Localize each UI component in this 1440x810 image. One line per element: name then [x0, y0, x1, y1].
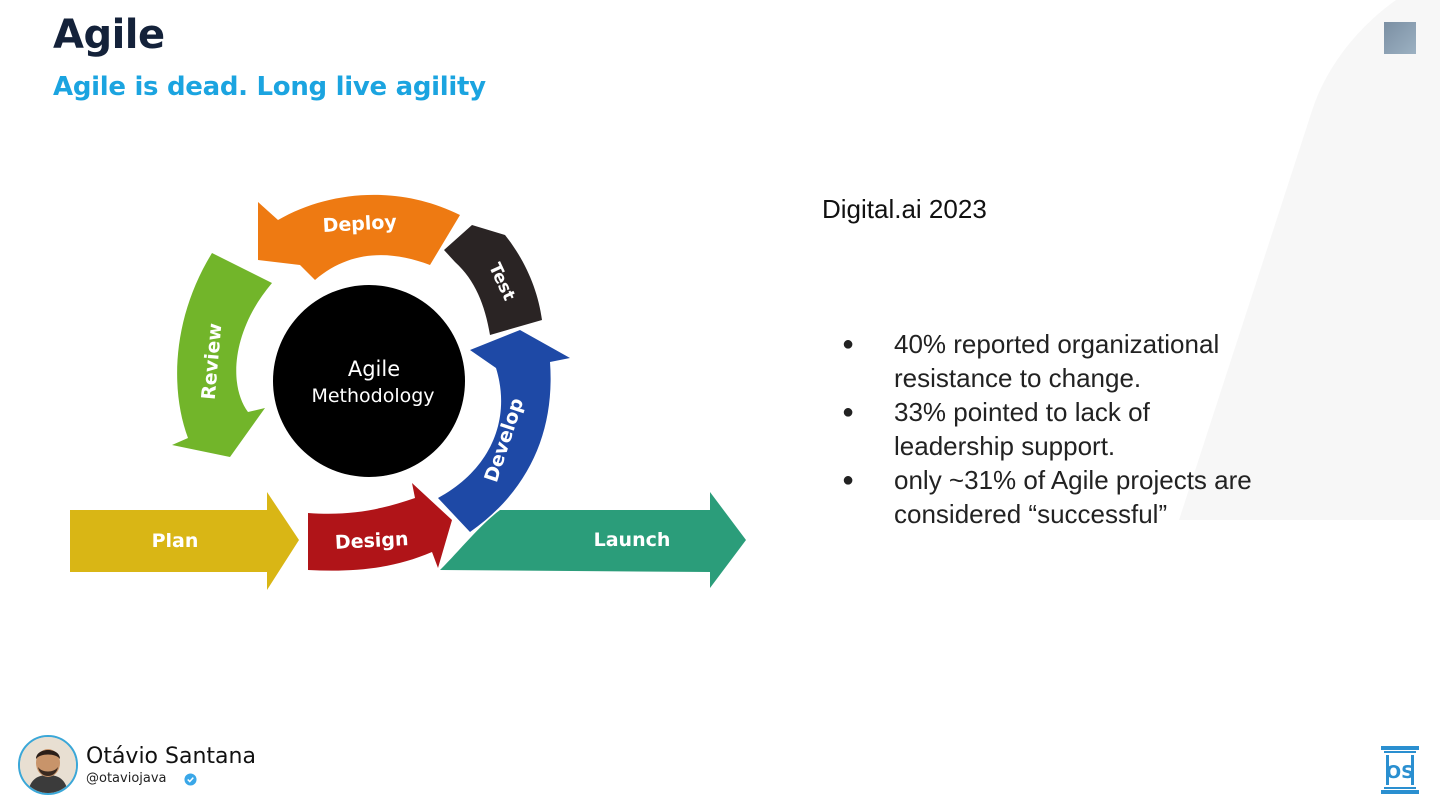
source-label: Digital.ai 2023 — [822, 194, 987, 224]
stats-list: ● 40% reported organizational resistance … — [840, 327, 1270, 531]
bullet-icon: ● — [842, 469, 855, 491]
develop-arrow — [438, 330, 570, 532]
plan-arrow — [70, 492, 299, 590]
plan-label: Plan — [152, 530, 199, 552]
launch-label: Launch — [594, 529, 671, 551]
slide-subtitle: Agile is dead. Long live agility — [53, 72, 486, 102]
list-item: ● 40% reported organizational resistance … — [840, 327, 1270, 395]
center-label-line1: Agile — [348, 357, 400, 381]
agile-cycle-diagram: Review Deploy Test Develop Plan Design L… — [70, 194, 746, 590]
design-label: Design — [334, 528, 409, 554]
corner-square — [1384, 22, 1416, 54]
center-circle — [273, 285, 465, 477]
test-arrow — [444, 225, 542, 335]
design-arrow — [308, 483, 452, 571]
launch-arrow — [440, 492, 746, 588]
svg-text:OS: OS — [1386, 762, 1414, 783]
bullet-icon: ● — [842, 333, 855, 355]
review-arrow — [172, 253, 272, 457]
deploy-arrow — [258, 194, 460, 280]
slide-title: Agile — [53, 12, 165, 58]
bullet-text: 33% pointed to lack of leadership suppor… — [894, 397, 1150, 461]
bullet-text: 40% reported organizational resistance t… — [894, 329, 1220, 393]
bullet-icon: ● — [842, 401, 855, 423]
verified-badge-icon — [184, 773, 197, 786]
list-item: ● 33% pointed to lack of leadership suppo… — [840, 395, 1270, 463]
bullet-text: only ~31% of Agile projects are consider… — [894, 465, 1252, 529]
avatar — [18, 735, 78, 795]
avatar-photo-icon — [20, 737, 76, 793]
author-name: Otávio Santana — [86, 744, 256, 769]
deploy-label: Deploy — [322, 211, 398, 237]
list-item: ● only ~31% of Agile projects are conside… — [840, 463, 1270, 531]
center-label-line2: Methodology — [311, 385, 434, 407]
author-handle: @otaviojava — [86, 771, 167, 786]
os-logo-icon: OS — [1381, 746, 1419, 794]
